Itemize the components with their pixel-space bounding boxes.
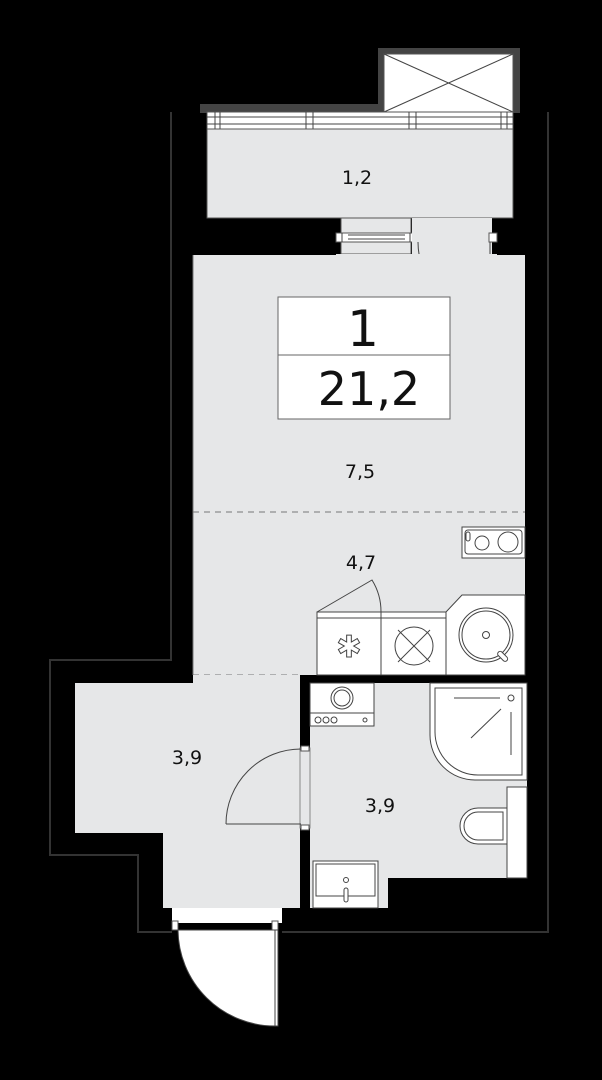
area-label-kitchen: 4,7 <box>346 552 376 574</box>
washing-machine-icon <box>309 682 375 727</box>
area-label-living: 7,5 <box>345 461 375 483</box>
bathroom-door[interactable] <box>225 745 311 831</box>
shower-icon <box>429 682 528 781</box>
room-bathroom: 3,9 <box>309 682 528 909</box>
bathroom-sink-icon <box>312 860 379 909</box>
entrance-door[interactable] <box>171 908 282 1027</box>
area-label-balcony: 1,2 <box>342 167 372 189</box>
kitchen-sink-icon <box>458 607 514 663</box>
toilet-icon <box>459 786 528 879</box>
oven-icon <box>394 626 434 666</box>
room-hallway: 3,9 <box>75 675 300 908</box>
area-label-hallway: 3,9 <box>172 747 202 769</box>
cooktop-icon <box>461 526 526 559</box>
balcony-glazing <box>206 111 514 130</box>
balcony-window <box>335 217 417 255</box>
apartment-badge: 1 21,2 <box>277 296 451 420</box>
svg-text:✱: ✱ <box>336 630 361 665</box>
parapet-wall <box>200 104 380 113</box>
room-kitchen: 4,7 ✱ <box>316 526 526 676</box>
total-area: 21,2 <box>318 362 420 416</box>
fridge-icon: ✱ <box>336 630 362 666</box>
apartment-number: 1 <box>347 300 379 358</box>
room-balcony: 1,2 <box>206 111 514 219</box>
ventilation-shaft-icon <box>378 48 520 114</box>
outer-wall-outline <box>49 112 549 933</box>
area-label-bathroom: 3,9 <box>365 795 395 817</box>
